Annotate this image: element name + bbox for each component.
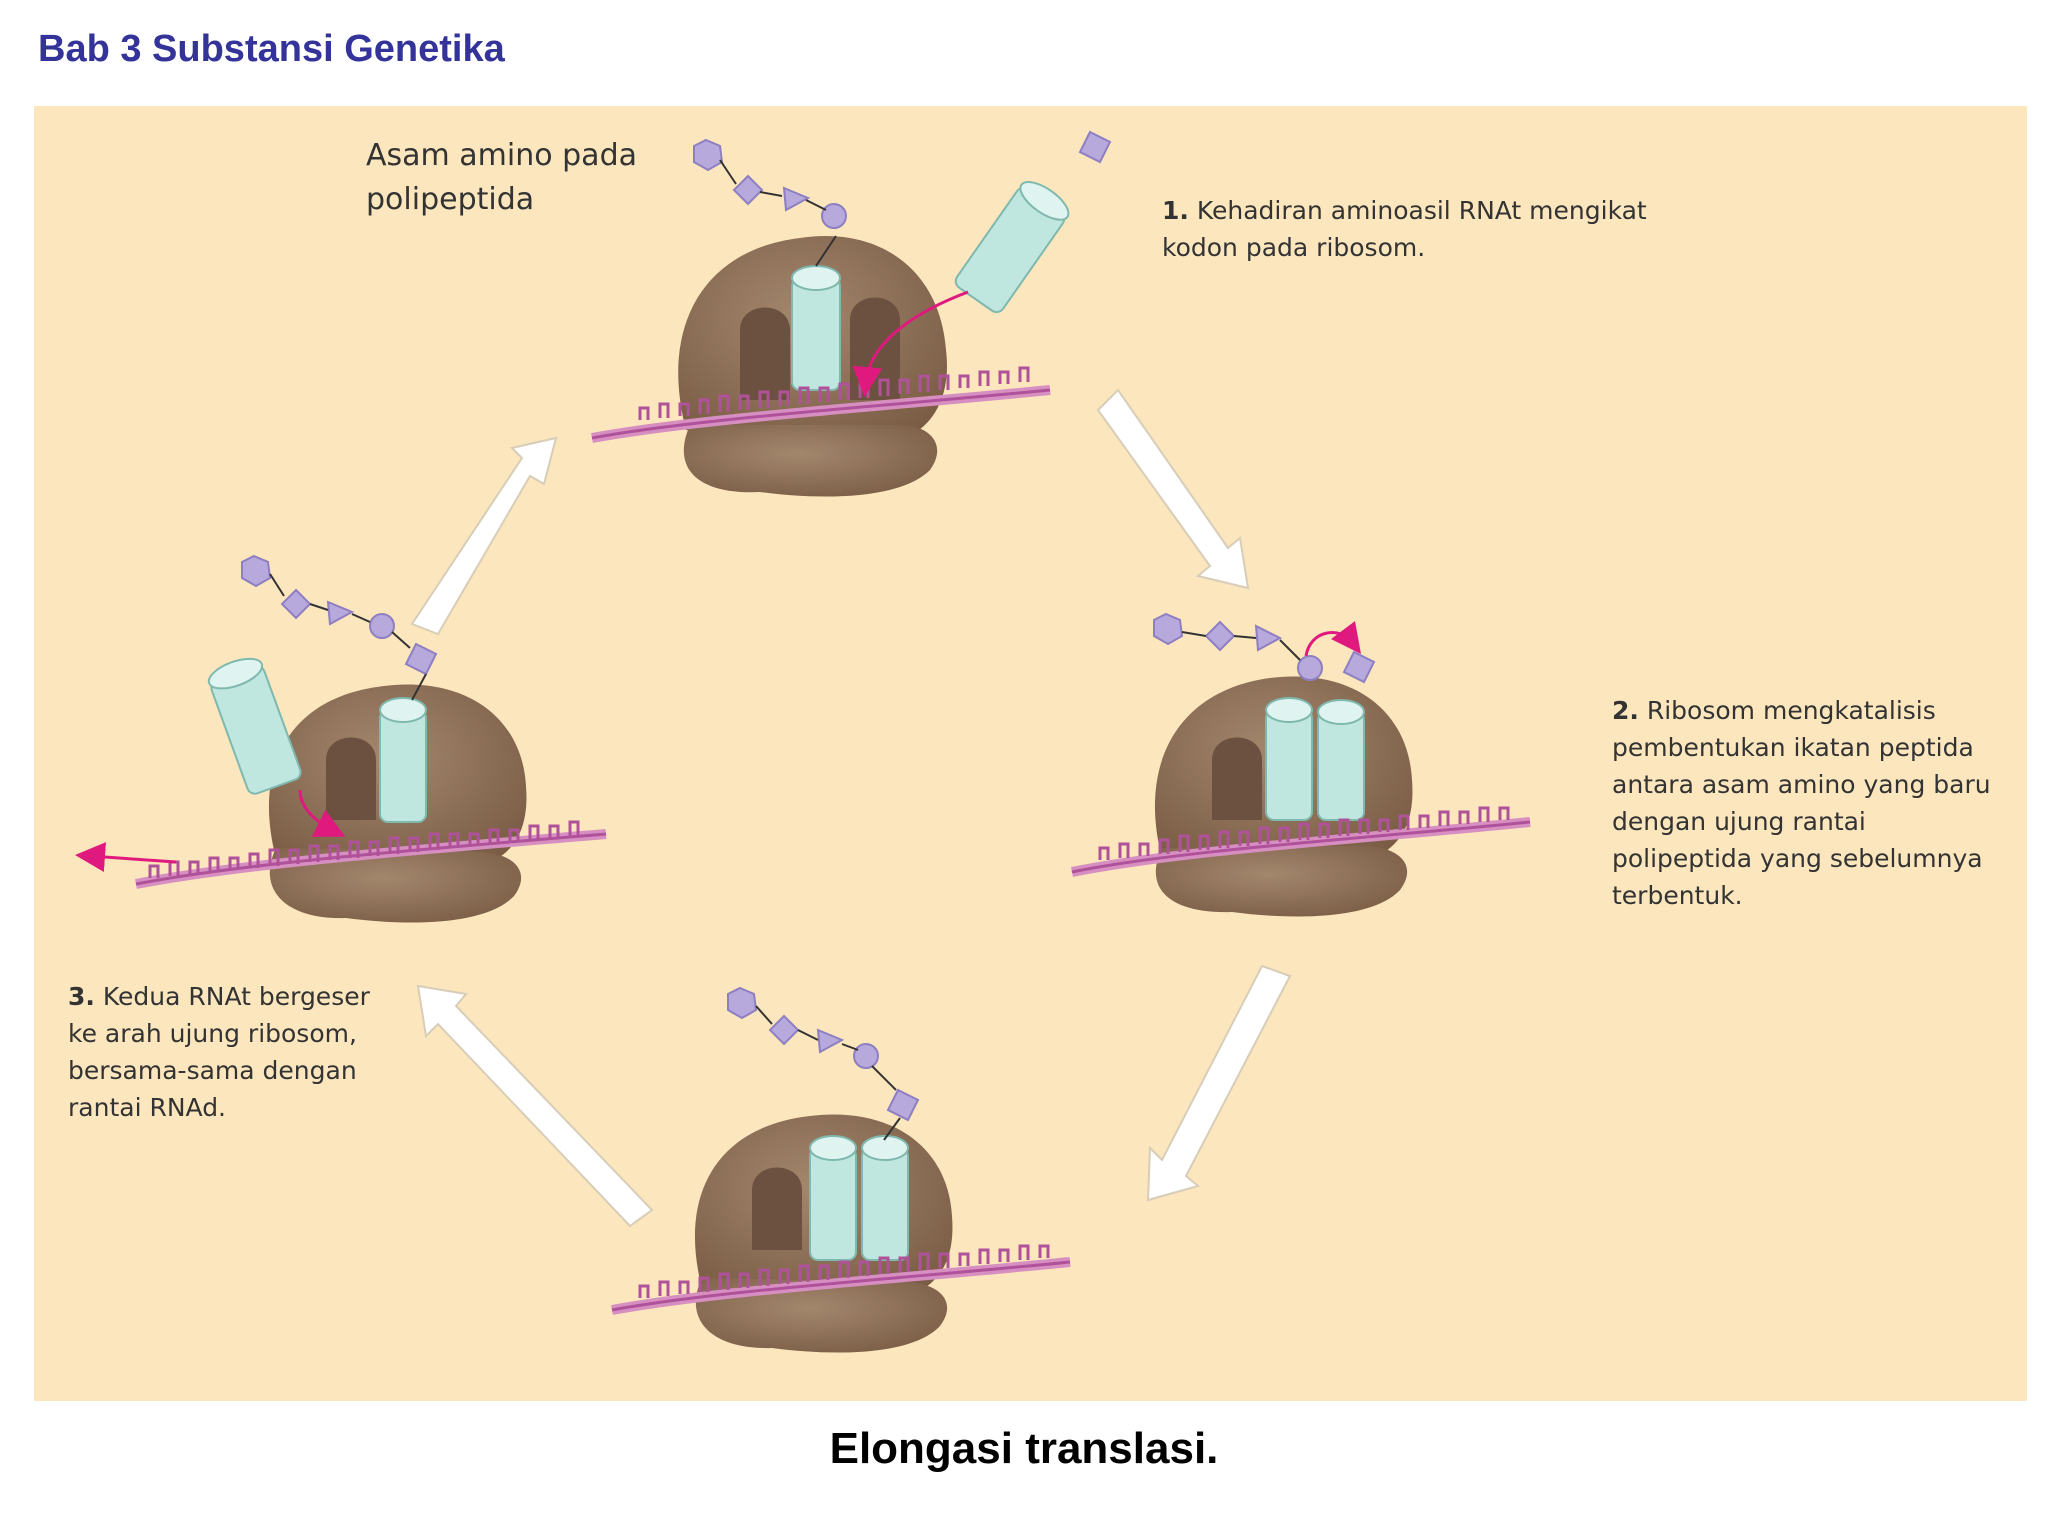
step2-label: 2. Ribosom mengkatalisis pembentukan ika… xyxy=(1612,692,1991,914)
step3-number: 3. xyxy=(68,982,95,1011)
step1-text: Kehadiran aminoasil RNAt mengikat kodon … xyxy=(1162,196,1647,262)
ribosome-step3 xyxy=(75,554,607,923)
step1-label: 1. Kehadiran aminoasil RNAt mengikat kod… xyxy=(1162,192,1647,266)
step3-label: 3. Kedua RNAt bergeser ke arah ujung rib… xyxy=(68,978,370,1126)
cycle-arrow-top-left xyxy=(410,436,558,636)
ribosome-bottom xyxy=(611,986,1071,1353)
cycle-arrow-bottom-right xyxy=(1146,964,1292,1202)
cycle-arrow-bottom-left xyxy=(416,984,654,1228)
step3-text: Kedua RNAt bergeser ke arah ujung riboso… xyxy=(68,982,370,1122)
step2-text: Ribosom mengkatalisis pembentukan ikatan… xyxy=(1612,696,1991,910)
ribosome-step2 xyxy=(1071,612,1531,917)
cycle-arrow-top-right xyxy=(1096,388,1250,590)
figure-caption: Elongasi translasi. xyxy=(829,1424,1219,1473)
page-title: Bab 3 Substansi Genetika xyxy=(38,28,505,70)
step2-number: 2. xyxy=(1612,696,1639,725)
step1-number: 1. xyxy=(1162,196,1189,225)
amino-acid-label: Asam amino pada polipeptida xyxy=(366,138,637,217)
ribosome-step1 xyxy=(591,130,1112,497)
